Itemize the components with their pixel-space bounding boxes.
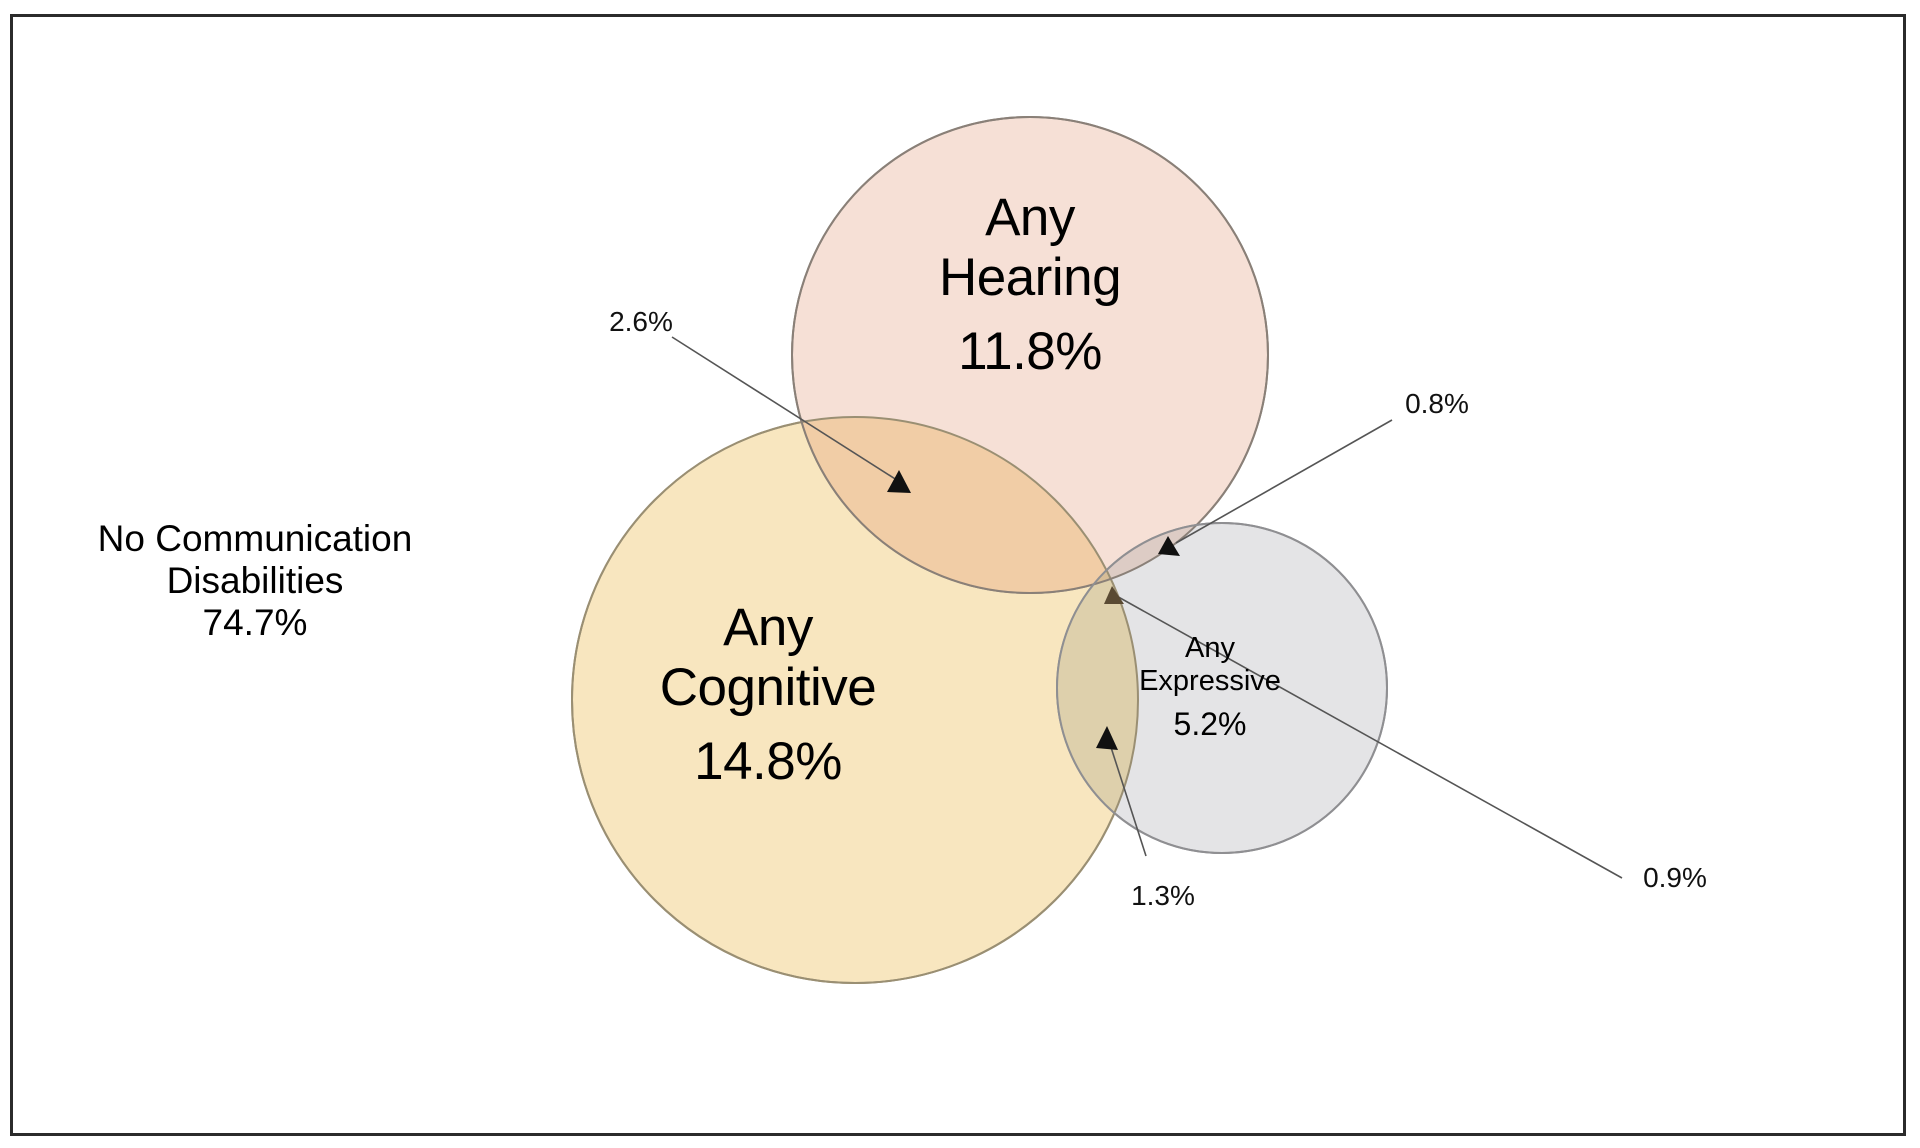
- no-disability-value: 74.7%: [202, 601, 308, 643]
- expressive-title-line1: Any: [1185, 632, 1235, 664]
- cognitive-title-line2: Cognitive: [659, 657, 877, 717]
- cognitive-value: 14.8%: [694, 731, 842, 791]
- set-label-any-cognitive: Any Cognitive 14.8%: [578, 598, 958, 792]
- hearing-title-line1: Any: [985, 188, 1075, 247]
- no-disability-line1: No Communication: [97, 518, 413, 559]
- expressive-title-line2: Expressive: [1139, 664, 1281, 697]
- callout-hearing-expressive: 0.8%: [1405, 388, 1469, 419]
- no-communication-disabilities-label: No Communication Disabilities 74.7%: [60, 518, 450, 643]
- cognitive-title-line1: Any: [723, 598, 813, 657]
- no-disability-line2: Disabilities: [166, 559, 344, 601]
- set-label-any-expressive: Any Expressive 5.2%: [1110, 632, 1310, 742]
- set-label-any-hearing: Any Hearing 11.8%: [865, 188, 1195, 382]
- hearing-value: 11.8%: [958, 321, 1102, 381]
- expressive-value: 5.2%: [1173, 705, 1247, 742]
- callout-cognitive-expressive: 1.3%: [1131, 880, 1195, 911]
- callout-all-three: 0.9%: [1643, 862, 1707, 893]
- callout-hearing-cognitive: 2.6%: [609, 306, 673, 337]
- hearing-title-line2: Hearing: [938, 247, 1122, 307]
